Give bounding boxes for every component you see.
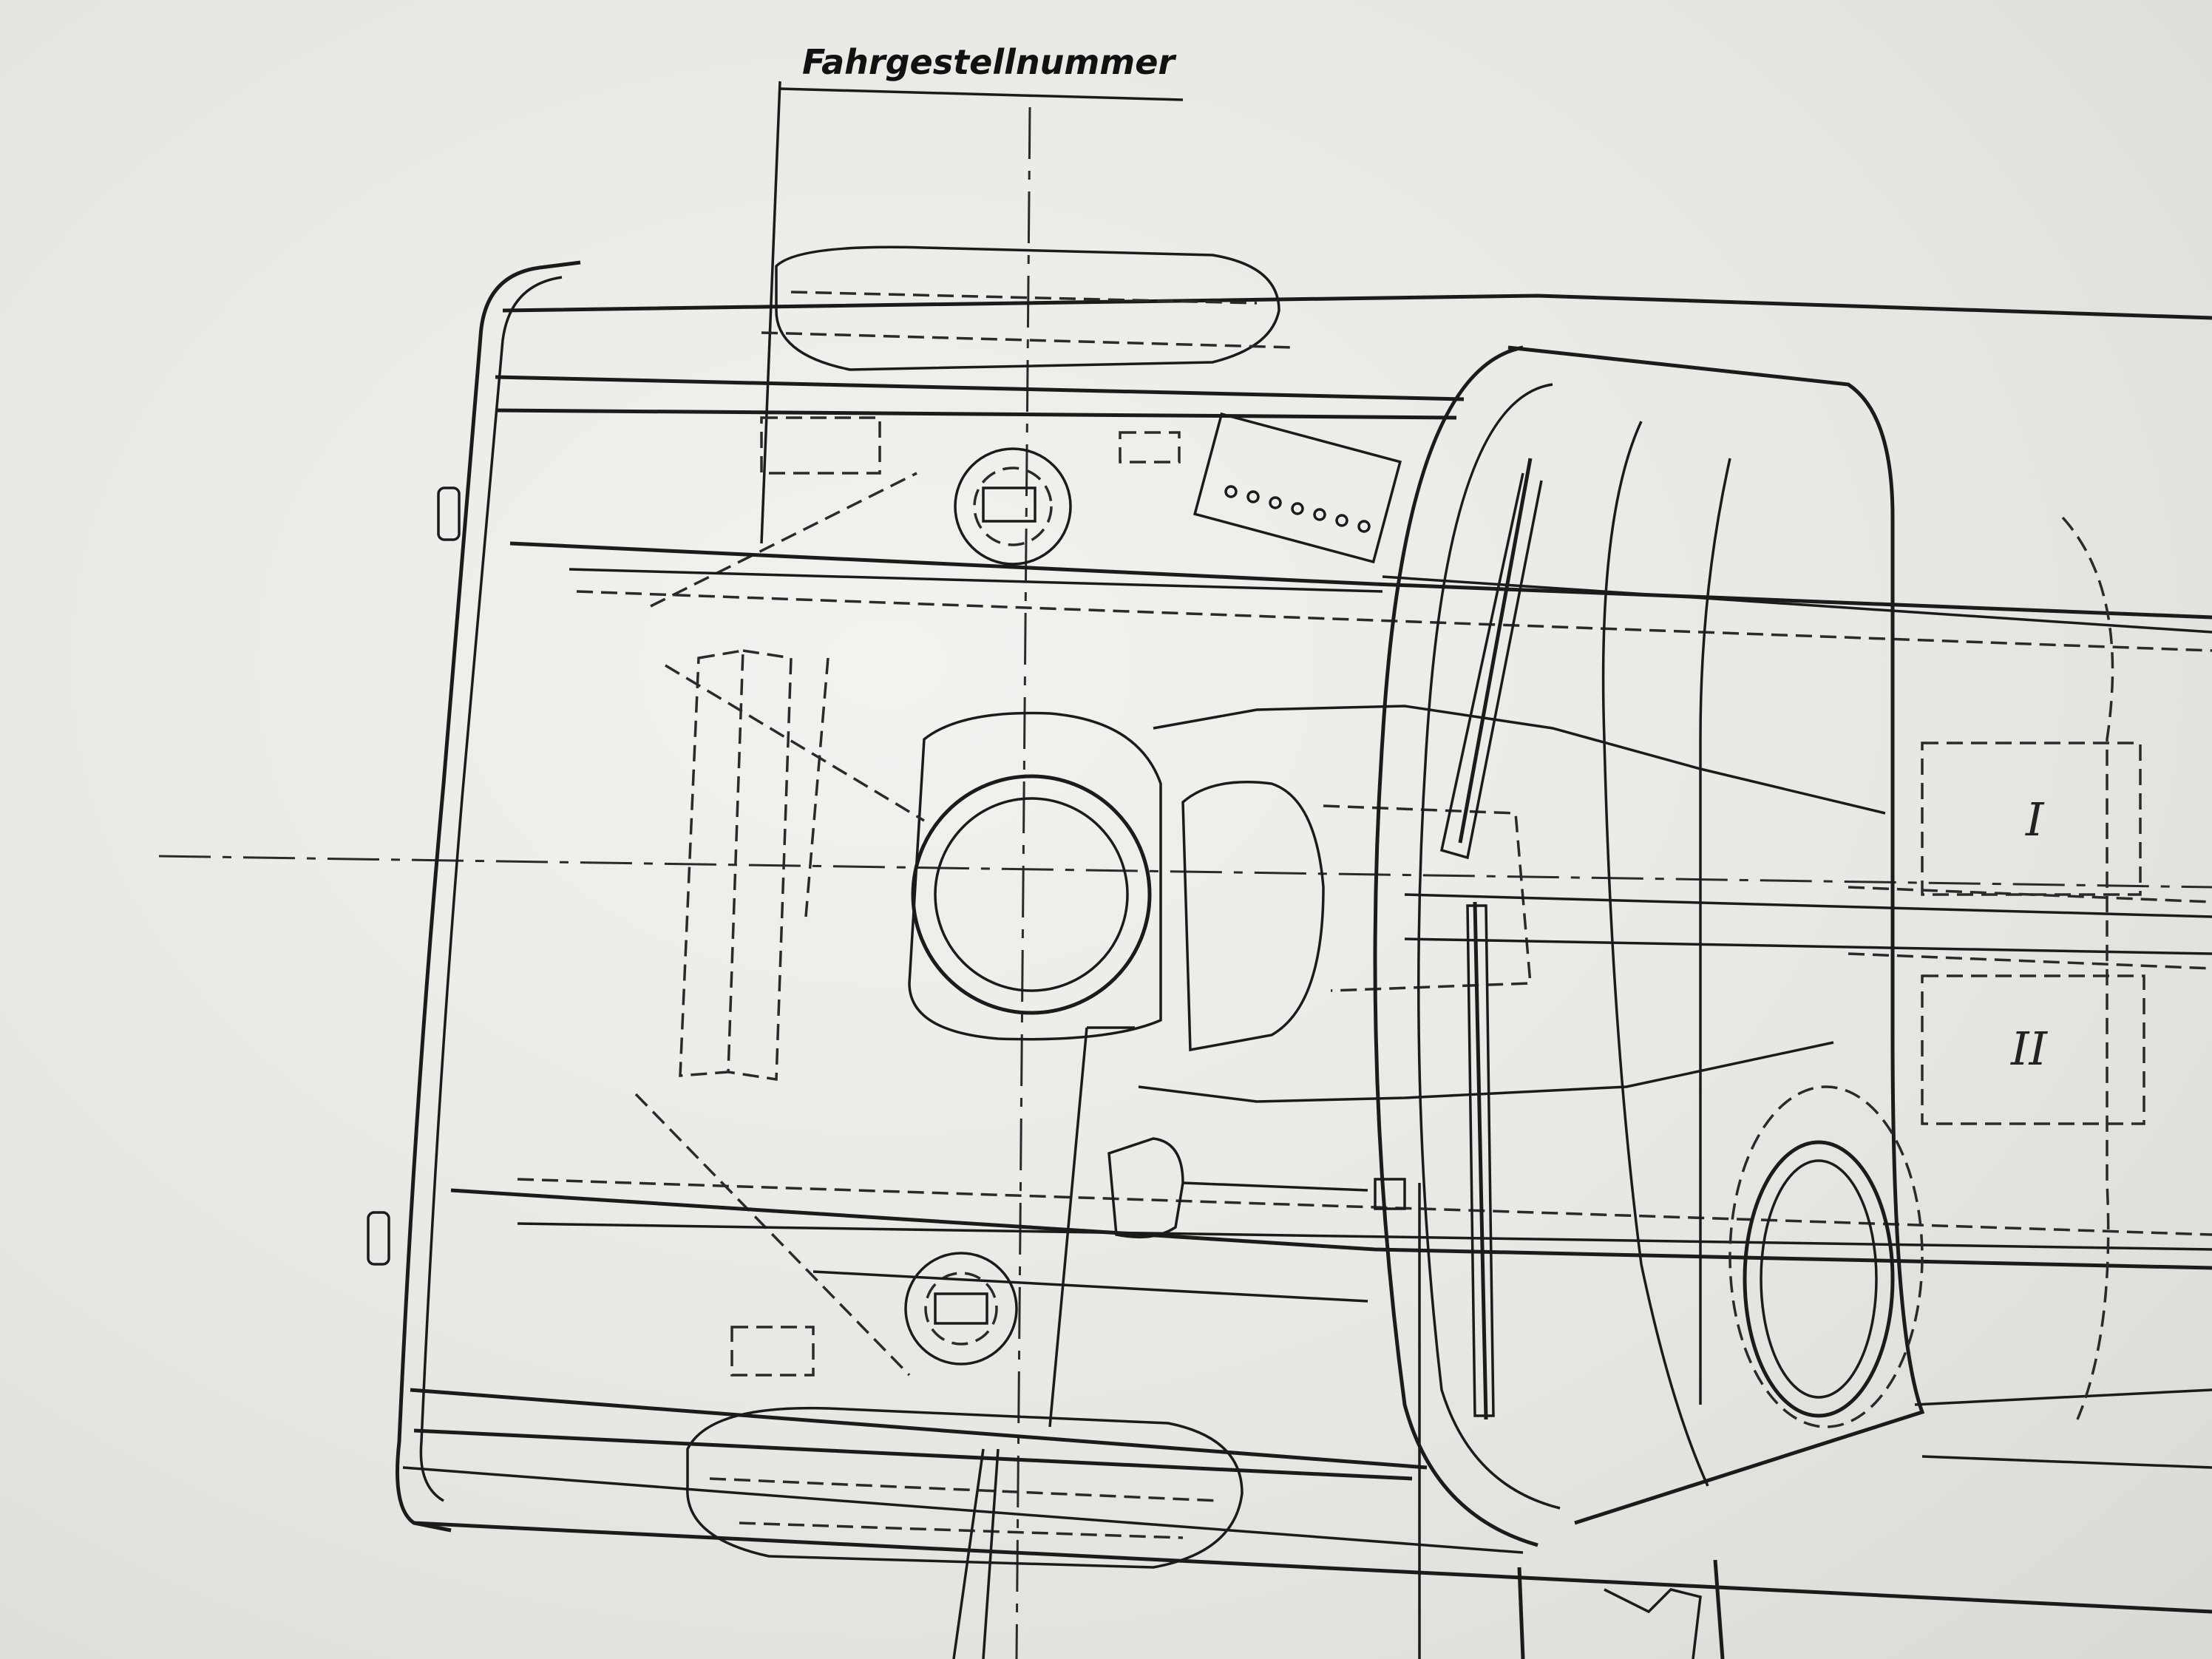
body-outline	[367, 260, 2212, 1614]
tray-two-label: II	[2010, 1022, 2048, 1076]
bottom-leader-lines	[952, 1026, 1725, 1659]
tray-one: I	[1921, 742, 2142, 896]
steering-gear	[1107, 1137, 1406, 1239]
engine-housing	[908, 711, 1532, 1052]
small-box-front	[760, 416, 881, 475]
hub-bottom	[904, 1252, 1018, 1365]
battery-box	[1192, 412, 1402, 564]
hub-top	[954, 447, 1072, 566]
tray-one-label: I	[2025, 793, 2045, 847]
small-box-bottom	[730, 1326, 815, 1377]
wiper-blade-top	[1439, 458, 1543, 860]
chassis-number-label: Fahrgestellnummer	[802, 42, 1177, 82]
tray-two: II	[1921, 974, 2145, 1125]
chassis-number-callout: Fahrgestellnummer	[760, 42, 1184, 544]
windshield-frame	[1373, 345, 2212, 1547]
wiper-blade-bottom	[1466, 901, 1495, 1420]
steering-wheel	[1728, 1085, 1924, 1428]
front-tire-bottom	[686, 1406, 1244, 1569]
frame-rails	[450, 541, 2212, 1303]
front-tire-top	[761, 245, 1295, 371]
rear-seat-outline	[2061, 516, 2114, 1420]
radiator-frame	[634, 472, 925, 1377]
driveshaft-tunnel	[1138, 705, 2212, 1103]
small-box-mid	[1119, 431, 1181, 464]
